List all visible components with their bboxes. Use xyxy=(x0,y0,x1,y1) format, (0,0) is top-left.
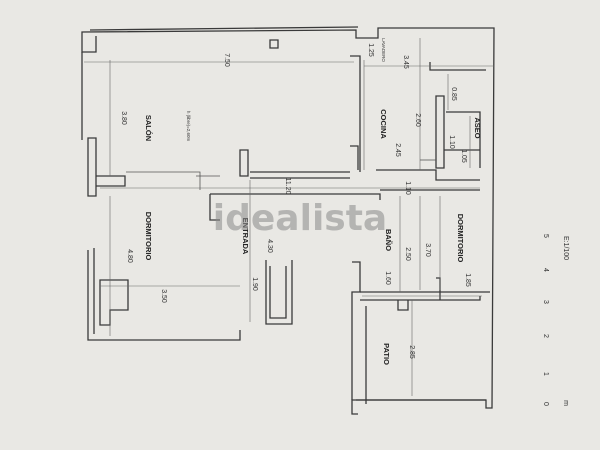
scale-tick-2: 2 xyxy=(542,334,549,338)
dim-1-60: 1.60 xyxy=(384,271,391,285)
dim-1-05: 1.05 xyxy=(460,149,467,163)
scale-tick-3: 3 xyxy=(542,300,549,304)
dim-11-20: 11.20 xyxy=(284,178,291,195)
room-label-cocina: COCINA xyxy=(379,109,388,139)
room-label-dormitorio-1: DORMITORIO xyxy=(144,212,153,261)
dim-2-60: 2.60 xyxy=(414,113,421,127)
room-label-aseo: ASEO xyxy=(473,117,482,138)
dim-3-80: 3.80 xyxy=(120,111,127,125)
scale-tick-4: 4 xyxy=(542,268,549,272)
dim-7-50: 7.50 xyxy=(223,53,230,67)
dim-4-30: 4.30 xyxy=(266,239,273,253)
dim-0-85: 0.85 xyxy=(450,87,457,101)
room-label-dormitorio-2: DORMITORIO xyxy=(456,214,465,263)
scale-tick-0: 0 xyxy=(542,402,549,406)
dim-1-25: 1.25 xyxy=(367,43,374,57)
interior-walls xyxy=(96,39,490,404)
room-label-lavadero: LAVADERO xyxy=(381,38,386,62)
dim-3-50: 3.50 xyxy=(160,289,167,303)
scale-bar: 0 1 2 3 4 5 m E:1/100 xyxy=(542,234,569,406)
dimension-numbers: 7.50 3.80 1.25 3.45 0.85 2.45 2.60 1.10 … xyxy=(120,43,471,359)
room-note-salon: h (libre)=2,60m xyxy=(186,111,191,142)
dim-1-10-b: 1.10 xyxy=(404,181,411,195)
room-label-bano: BAÑO xyxy=(384,229,393,251)
scale-unit: m xyxy=(562,400,569,406)
dim-1-85: 1.85 xyxy=(464,273,471,287)
room-label-entrada: ENTRADA xyxy=(241,218,250,255)
dim-1-10-a: 1.10 xyxy=(448,135,455,149)
dimension-lines xyxy=(84,38,494,396)
dim-2-85: 2.85 xyxy=(408,345,415,359)
dim-4-80: 4.80 xyxy=(126,249,133,263)
watermark-logo: idealista xyxy=(213,198,387,239)
scale-ratio: E:1/100 xyxy=(562,236,569,260)
dim-3-45: 3.45 xyxy=(402,55,409,69)
dim-3-70: 3.70 xyxy=(424,243,431,257)
dim-2-50: 2.50 xyxy=(404,247,411,261)
dim-1-90: 1.90 xyxy=(251,277,258,291)
room-label-salon: SALÓN xyxy=(144,115,153,141)
dim-2-45: 2.45 xyxy=(394,143,401,157)
room-labels: SALÓN h (libre)=2,60m DORMITORIO ENTRADA… xyxy=(144,38,482,365)
scale-tick-5: 5 xyxy=(542,234,549,238)
scale-tick-1: 1 xyxy=(542,372,549,376)
room-label-patio: PATIO xyxy=(382,343,391,365)
